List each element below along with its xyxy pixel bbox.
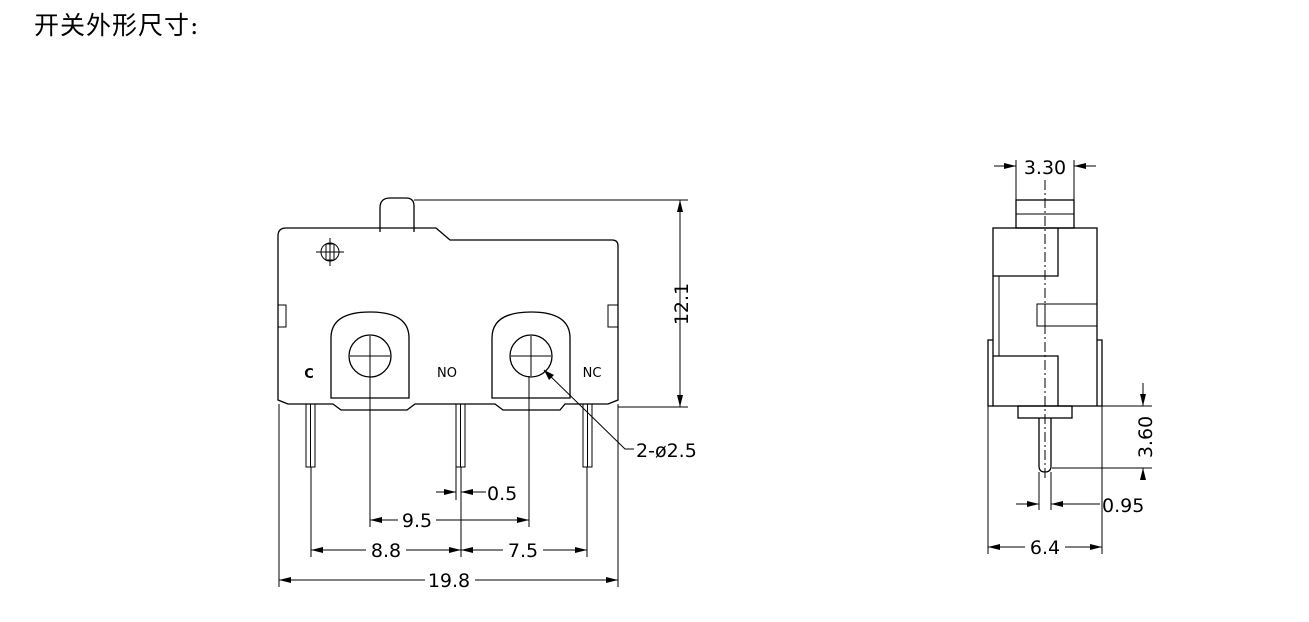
terminal-no [455,403,466,468]
switch-body [277,227,619,411]
actuator-button [379,197,415,232]
side-notch [1036,303,1098,327]
side-dimensions: 3.30 3.60 0.95 6.4 [987,157,1157,559]
left-notch [277,304,287,328]
pin-label-nc: NC [583,366,602,381]
side-view [987,180,1103,478]
right-mounting-boss [491,311,571,399]
dim-actuator-width-label: 3.30 [1024,157,1066,179]
right-notch [607,304,619,328]
dim-pitch-no-nc-label: 7.5 [508,540,538,562]
dim-terminal-length-label: 3.60 [1135,416,1157,458]
pin-label-no: NO [437,366,457,381]
front-dimensions: 12.1 2-ø2.5 0.5 9.5 8.8 [278,199,697,592]
page-title: 开关外形尺寸: [34,11,200,40]
front-view: C NO NC [277,197,619,468]
dim-pitch-c-no-label: 8.8 [371,540,401,562]
terminal-c [305,403,316,468]
pin-label-c: C [304,367,314,382]
dim-height-label: 12.1 [671,283,693,325]
dim-hole-label: 2-ø2.5 [636,440,697,462]
terminal-nc [582,403,593,468]
dim-terminal-thickness-label: 0.95 [1102,495,1144,517]
dim-pin-gap-label: 0.5 [487,483,517,505]
dim-hole-pitch-label: 9.5 [402,510,432,532]
dim-side-width-label: 6.4 [1030,537,1060,559]
mounting-mark [316,238,344,266]
dim-overall-width-label: 19.8 [428,570,470,592]
